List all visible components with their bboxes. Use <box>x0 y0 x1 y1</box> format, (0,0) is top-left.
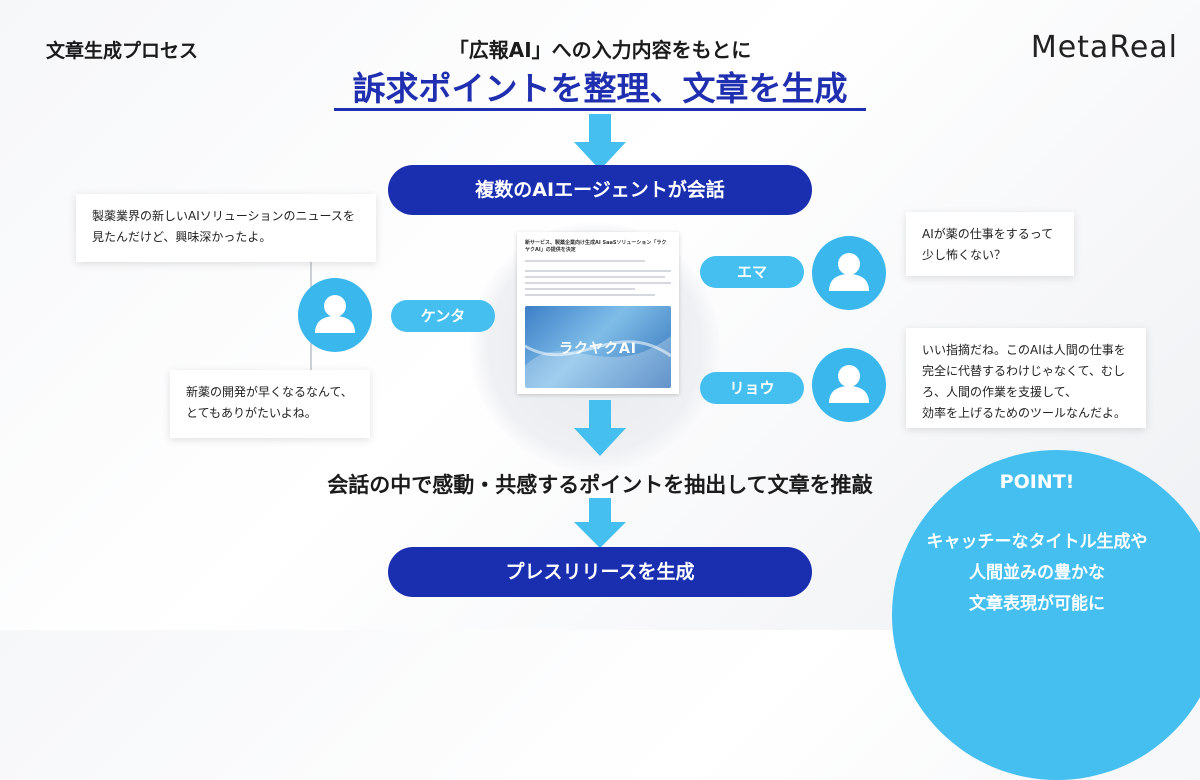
point-line: 人間並みの豊かな <box>969 563 1105 583</box>
bubble-line: いい指摘だね。このAIは人間の仕事を <box>922 343 1126 357</box>
section-title: 文章生成プロセス <box>46 40 199 62</box>
bubble-line: 効率を上げるためのツールなんだよ。 <box>922 406 1127 420</box>
arrow-down-icon <box>574 114 626 170</box>
metareal-logo: MetaReal <box>1030 30 1178 65</box>
press-release-document: 新サービス、製薬企業向け生成AI SaaSソリューション「ラクヤクAI」の提供を… <box>517 232 679 394</box>
arrow-down-icon <box>574 498 626 548</box>
bubble-line: 少し怖くない？ <box>922 248 1007 262</box>
document-text-line <box>525 270 671 272</box>
user-icon <box>315 295 355 333</box>
bubble-line: 完全に代替するわけじゃなくて、むし <box>922 364 1126 378</box>
ryo-speech-bubble: いい指摘だね。このAIは人間の仕事を 完全に代替するわけじゃなくて、むし ろ、人… <box>906 328 1146 428</box>
ema-avatar <box>812 236 886 310</box>
arrow-down-icon <box>574 400 626 456</box>
document-title: 新サービス、製薬企業向け生成AI SaaSソリューション「ラクヤクAI」の提供を… <box>525 240 667 253</box>
document-text-line <box>525 294 655 296</box>
document-hero-image: ラクヤクAI <box>525 306 671 388</box>
ema-name-pill: エマ <box>700 256 804 288</box>
connector-line <box>310 262 312 292</box>
connector-line <box>310 340 312 370</box>
kenta-name-pill: ケンタ <box>391 300 495 332</box>
user-icon <box>829 365 869 403</box>
kenta-speech-bubble-2: 新薬の開発が早くなるなんて、 とてもありがたいよね。 <box>170 370 370 438</box>
user-icon <box>829 253 869 291</box>
document-text-line <box>525 276 665 278</box>
subtitle: 「広報AI」への入力内容をもとに <box>448 38 752 62</box>
bubble-line: 新薬の開発が早くなるなんて、 <box>186 385 353 399</box>
kenta-speech-bubble-1: 製薬業界の新しいAIソリューションのニュースを 見たんだけど、興味深かったよ。 <box>76 194 376 262</box>
wave-graphic-icon <box>525 336 671 388</box>
headline-underline <box>334 108 866 111</box>
press-release-pill: プレスリリースを生成 <box>388 547 812 597</box>
bubble-line: AIが薬の仕事をするって <box>922 227 1054 241</box>
ryo-avatar <box>812 348 886 422</box>
document-text-line <box>525 260 645 262</box>
kenta-avatar <box>298 278 372 352</box>
point-line: キャッチーなタイトル生成や <box>926 532 1148 552</box>
agents-conversation-pill: 複数のAIエージェントが会話 <box>388 165 812 215</box>
document-text-line <box>525 288 635 290</box>
bubble-line: 見たんだけど、興味深かったよ。 <box>92 230 272 244</box>
bubble-line: ろ、人間の作業を支援して、 <box>922 385 1078 399</box>
point-circle <box>892 450 1200 780</box>
document-text-line <box>525 282 671 284</box>
extract-points-text: 会話の中で感動・共感するポイントを抽出して文章を推敲 <box>327 473 873 497</box>
bubble-line: 製薬業界の新しいAIソリューションのニュースを <box>92 209 355 223</box>
bubble-line: とてもありがたいよね。 <box>186 406 317 420</box>
ema-speech-bubble: AIが薬の仕事をするって 少し怖くない？ <box>906 212 1074 276</box>
ryo-name-pill: リョウ <box>700 372 804 404</box>
point-title: POINT! <box>999 471 1075 493</box>
point-line: 文章表現が可能に <box>969 594 1105 614</box>
document-hero-text: ラクヤクAI <box>558 341 638 357</box>
headline: 訴求ポイントを整理、文章を生成 <box>352 69 848 108</box>
